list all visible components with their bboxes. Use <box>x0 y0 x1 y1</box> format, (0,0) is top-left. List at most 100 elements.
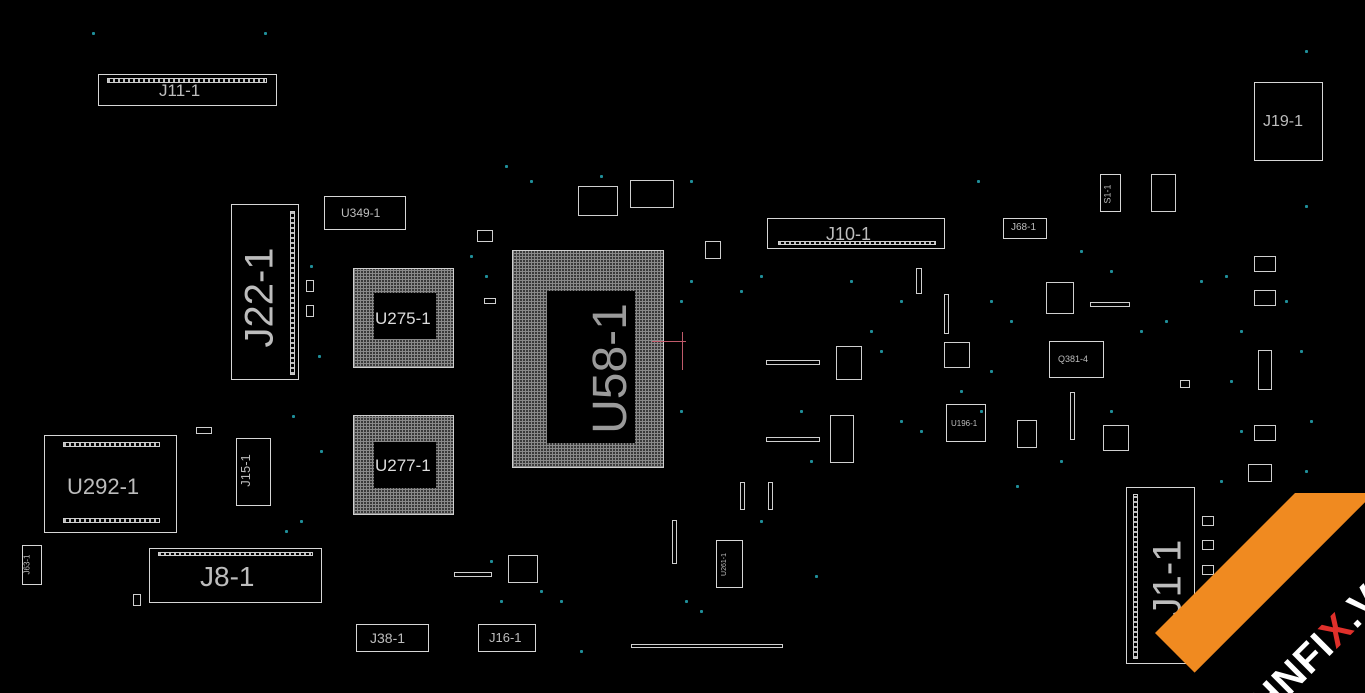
connector-j8[interactable]: J8-1 <box>149 548 322 603</box>
via <box>690 180 693 183</box>
via <box>505 165 508 168</box>
connector-j1[interactable]: J1-1 <box>1126 487 1195 664</box>
via <box>900 300 903 303</box>
via <box>680 300 683 303</box>
pad <box>766 437 820 442</box>
pad <box>1258 350 1272 390</box>
via <box>1240 430 1243 433</box>
chip-u292[interactable]: U292-1 <box>44 435 177 533</box>
pad <box>484 298 496 304</box>
via <box>560 600 563 603</box>
via <box>1305 50 1308 53</box>
connector-j22[interactable]: J22-1 <box>231 204 299 380</box>
via <box>530 180 533 183</box>
via <box>490 560 493 563</box>
pad <box>1017 420 1037 448</box>
pad <box>768 482 773 510</box>
via <box>580 650 583 653</box>
pad <box>916 268 922 294</box>
via <box>300 520 303 523</box>
pad <box>944 294 949 334</box>
chip-u277[interactable]: U277-1 <box>353 415 454 515</box>
chip-q381[interactable]: Q381-4 <box>1049 341 1104 378</box>
via <box>870 330 873 333</box>
connector-j15[interactable]: J15-1 <box>236 438 271 506</box>
connector-j63[interactable]: J63-1 <box>22 545 42 585</box>
pad <box>306 305 314 317</box>
via <box>850 280 853 283</box>
chip-core <box>374 293 436 339</box>
ic-package <box>836 346 862 380</box>
via <box>990 300 993 303</box>
component-label: J10-1 <box>826 224 872 244</box>
via <box>1200 280 1203 283</box>
connector-j11[interactable]: J11-1 <box>98 74 277 106</box>
via <box>310 265 313 268</box>
via <box>685 600 688 603</box>
connector-j38[interactable]: J38-1 <box>356 624 429 652</box>
ic-package <box>830 415 854 463</box>
pad <box>631 644 783 648</box>
connector-j68[interactable]: J68-1 <box>1003 218 1047 239</box>
connector-pads <box>158 552 313 556</box>
connector-j10[interactable]: J10-1 <box>767 218 945 249</box>
pad <box>705 241 721 259</box>
component-label: U261-1 <box>720 553 728 576</box>
connector-j19[interactable]: J19-1 <box>1254 82 1323 161</box>
chip-u275[interactable]: U275-1 <box>353 268 454 368</box>
pad <box>1070 392 1075 440</box>
via <box>92 32 95 35</box>
probe-marker <box>652 341 686 342</box>
component-label: U275-1 <box>375 309 431 328</box>
via <box>600 175 603 178</box>
via <box>920 430 923 433</box>
via <box>960 390 963 393</box>
pad <box>1151 174 1176 212</box>
pad <box>1254 290 1276 306</box>
via <box>690 280 693 283</box>
switch-s1[interactable]: S1-1 <box>1100 174 1121 212</box>
via <box>880 350 883 353</box>
via <box>285 530 288 533</box>
component-label: J38-1 <box>370 630 406 646</box>
ic-package <box>1103 425 1129 451</box>
via <box>1240 330 1243 333</box>
via <box>1016 485 1019 488</box>
via <box>1060 460 1063 463</box>
ic-package <box>944 342 970 368</box>
watermark-logo: HNFIX.VN <box>1135 493 1365 693</box>
via <box>740 290 743 293</box>
pad <box>1254 425 1276 441</box>
component-label: U58-1 <box>583 303 637 434</box>
via <box>485 275 488 278</box>
via <box>980 410 983 413</box>
chip-pads <box>63 442 160 447</box>
pad <box>1202 565 1214 575</box>
chip-u261[interactable]: U261-1 <box>716 540 743 588</box>
chip-u349[interactable]: U349-1 <box>324 196 406 230</box>
chip-u196[interactable]: U196-1 <box>946 404 986 442</box>
pad <box>454 572 492 577</box>
chip-u58[interactable]: U58-1 <box>512 250 664 468</box>
via <box>1110 270 1113 273</box>
connector-pads <box>290 211 295 375</box>
via <box>318 355 321 358</box>
via <box>1230 380 1233 383</box>
via <box>760 520 763 523</box>
via <box>900 420 903 423</box>
pad <box>766 360 820 365</box>
via <box>1110 410 1113 413</box>
connector-j16[interactable]: J16-1 <box>478 624 536 652</box>
resistor-array <box>630 180 674 208</box>
via <box>815 575 818 578</box>
via <box>1010 320 1013 323</box>
pad <box>1090 302 1130 307</box>
component-label: J63-1 <box>22 554 32 575</box>
chip-core <box>547 291 635 443</box>
via <box>1220 480 1223 483</box>
via <box>990 370 993 373</box>
via <box>500 600 503 603</box>
via <box>1300 350 1303 353</box>
via <box>320 450 323 453</box>
